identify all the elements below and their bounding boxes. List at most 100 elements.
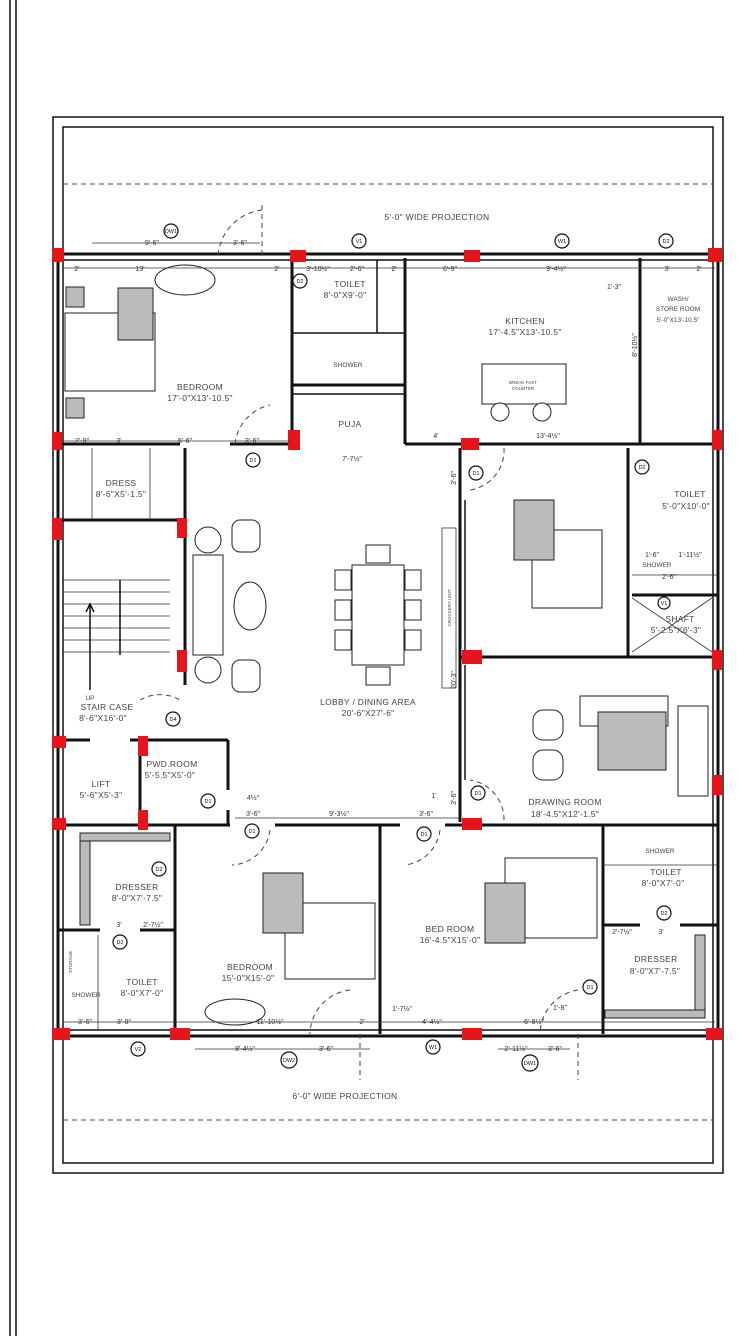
tag-dw2-bottom: DW2 xyxy=(283,1058,295,1064)
bedroom1-size: 17'-0"X13'-10.5" xyxy=(167,393,233,403)
dim: 3'-6" xyxy=(419,811,433,818)
toilet1-name: TOILET xyxy=(334,279,365,289)
sofa-icon xyxy=(154,264,216,296)
dim: 3'-6" xyxy=(233,240,247,247)
door-swings xyxy=(139,205,579,1080)
dim: 6'-8½" xyxy=(524,1018,544,1026)
plot-boundary-inner xyxy=(62,126,714,1164)
shower1-name: SHOWER xyxy=(333,362,363,369)
tag-d2-wash: D2 xyxy=(662,239,669,245)
stair-size: 8'-6"X16'-0" xyxy=(79,713,127,723)
lift-name: LIFT xyxy=(92,779,111,789)
tag-d4-stair: D4 xyxy=(169,717,176,723)
lobby-size: 20'-6"X27'-6" xyxy=(342,708,395,718)
coffee-table-icon xyxy=(233,581,267,631)
dim: 8'-4½" xyxy=(235,1045,255,1053)
tag-d1-bed2: D1 xyxy=(472,471,479,477)
tag-d2-dresser3: D2 xyxy=(155,867,162,873)
dim: 3'-6" xyxy=(451,791,458,805)
toilet3-name: TOILET xyxy=(126,977,157,987)
dim: 3' xyxy=(116,438,121,445)
storage-name: STORAGE xyxy=(68,951,73,973)
dim: 6'-6" xyxy=(178,438,192,445)
dim: 13' xyxy=(135,266,144,273)
tag-dw1-top: DW1 xyxy=(165,229,177,235)
bedroom3-size: 15'-0"X15'-0" xyxy=(222,973,275,983)
dim: 3'-9" xyxy=(117,1019,131,1026)
tag-d2-toilet2: D2 xyxy=(638,465,645,471)
dim: 3'-6" xyxy=(548,1046,562,1053)
dim: 3'-6" xyxy=(451,471,458,485)
dim: 2'-6" xyxy=(350,266,364,273)
dim: 2'-7½" xyxy=(612,928,632,936)
toilet3-size: 8'-0"X7'-0" xyxy=(121,988,164,998)
dim: 3'-10½" xyxy=(306,265,330,273)
breakfast-line2: COUNTER xyxy=(512,386,535,391)
kitchen-name: KITCHEN xyxy=(505,316,544,326)
pwd-size: 5'-5.5"X5'-0" xyxy=(145,770,196,780)
dim: 1'-3" xyxy=(607,284,621,291)
dim: 9'-4½" xyxy=(546,265,566,273)
tag-d2-toilet3: D2 xyxy=(116,940,123,946)
pwd-name: PWD.ROOM xyxy=(146,759,197,769)
dim: 4' xyxy=(433,433,438,440)
tag-v1-top: V1 xyxy=(356,239,363,245)
dim: 9'-6" xyxy=(145,240,159,247)
dresser3-name: DRESSER xyxy=(115,882,158,892)
dim: 4½" xyxy=(247,794,260,802)
tag-d1-dresser4: D1 xyxy=(586,985,593,991)
dim: 9'-3½" xyxy=(329,810,349,818)
crockery-name: CROCKERY UNIT xyxy=(447,589,452,626)
shaft-size: 5'-2.5"X6'-3" xyxy=(651,625,702,635)
dress-name: DRESS xyxy=(106,478,137,488)
walls xyxy=(56,252,720,1038)
lobby-name: LOBBY / DINING AREA xyxy=(320,697,416,707)
tag-d2-toilet1: D2 xyxy=(296,279,303,285)
dim: 1'-6" xyxy=(645,552,659,559)
dim: 20'-3" xyxy=(451,671,458,689)
dim: 3'-6" xyxy=(78,1019,92,1026)
bedroom3-name: BEDROOM xyxy=(227,962,273,972)
bedroom4-name: BED ROOM xyxy=(426,924,475,934)
tag-w1-bottom: W1 xyxy=(429,1045,437,1051)
bedroom1-name: BEDROOM xyxy=(177,382,223,392)
toilet4-name: TOILET xyxy=(650,867,681,877)
dim: 2' xyxy=(274,266,279,273)
dim: 1'-7½" xyxy=(392,1005,412,1013)
tag-d1-drawing: D1 xyxy=(474,791,481,797)
breakfast-line1: BREAK FAST xyxy=(509,380,537,385)
drawing-name: DRAWING ROOM xyxy=(528,797,601,807)
tag-w1-top: W1 xyxy=(558,239,566,245)
dim: 7'-7½" xyxy=(342,455,362,463)
dim: 1'-11½" xyxy=(678,551,702,559)
dim: 1' xyxy=(431,793,436,800)
dress-size: 8'-6"X5'-1.5" xyxy=(96,489,147,499)
dim: 6'-9" xyxy=(443,266,457,273)
puja-name: PUJA xyxy=(339,419,362,429)
shower3-name: SHOWER xyxy=(71,992,101,999)
plot-boundary-outer xyxy=(52,116,724,1174)
toilet2-name: TOILET xyxy=(674,489,705,499)
dim: 2'-7½" xyxy=(143,921,163,929)
wash-line2: STORE ROOM xyxy=(656,306,700,313)
staircase xyxy=(62,579,170,690)
dim: 2' xyxy=(391,266,396,273)
tag-d2-toilet4: D2 xyxy=(660,911,667,917)
tag-d1-bed3: D1 xyxy=(248,829,255,835)
shaft-name: SHAFT xyxy=(665,614,694,624)
dim: 2' xyxy=(74,266,79,273)
stair-up: UP xyxy=(85,695,94,702)
room-labels: BEDROOM 17'-0"X13'-10.5" TOILET 8'-0"X9'… xyxy=(68,279,710,999)
wash-size: 5'-0"X13'-10.5" xyxy=(657,317,701,324)
sofa-icon xyxy=(192,554,224,656)
toilet1-size: 8'-0"X9'-0" xyxy=(324,290,367,300)
projection-bottom-label: 6'-0" WIDE PROJECTION xyxy=(293,1091,398,1101)
toilet4-size: 8'-0"X7'-0" xyxy=(642,878,685,888)
dim: 11'-10½" xyxy=(256,1018,284,1026)
tag-v1-shaft: V1 xyxy=(661,601,668,607)
dim: 13'-4½" xyxy=(536,432,560,440)
toilet2-size: 5'-0"X10'-0" xyxy=(662,501,710,511)
tag-dw1-bottom: DW1 xyxy=(524,1061,536,1067)
dim: 3' xyxy=(664,266,669,273)
dim: 3' xyxy=(658,929,663,936)
